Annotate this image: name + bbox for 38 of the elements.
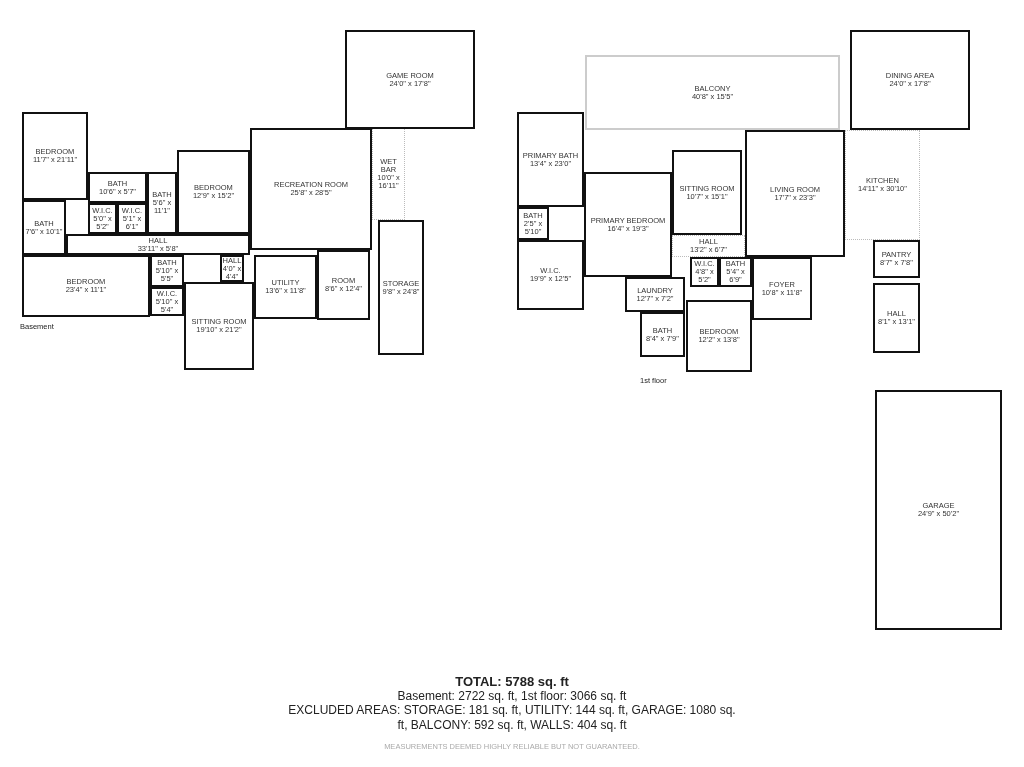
room-outline <box>873 240 920 278</box>
room-outline <box>254 255 317 319</box>
room-outline <box>875 390 1002 630</box>
room-outline <box>66 234 250 255</box>
room-outline <box>150 287 184 316</box>
room-outline <box>686 300 752 372</box>
room-outline <box>22 112 88 200</box>
room-outline <box>640 312 685 357</box>
room-outline <box>719 257 752 287</box>
room-outline <box>22 200 66 255</box>
room-outline <box>88 172 147 203</box>
room-outline <box>184 282 254 370</box>
room-outline <box>147 172 177 234</box>
room-outline <box>88 203 117 234</box>
room-outline <box>250 128 372 250</box>
room-outline <box>873 283 920 353</box>
room-outline <box>117 203 147 234</box>
room-outline <box>345 30 475 129</box>
room-outline <box>672 150 742 235</box>
room-outline <box>745 130 845 257</box>
room-outline <box>177 150 250 234</box>
area-total: TOTAL: 5788 sq. ft <box>454 674 570 689</box>
room-outline <box>625 277 685 312</box>
room-outline <box>150 255 184 287</box>
room-outline <box>22 255 150 317</box>
excluded-areas-note: EXCLUDED AREAS: STORAGE: 181 sq. ft, UTILITY: 144 sq. ft, GARAGE: 1080 sq. ft, BALCONY: 592 sq. ft, WALLS: 404 sq. ft <box>287 703 737 733</box>
room-outline <box>517 207 549 240</box>
room-outline <box>752 257 812 320</box>
room-outline <box>220 255 244 282</box>
room-outline <box>584 172 672 277</box>
room-outline <box>517 112 584 207</box>
room-outline <box>850 30 970 130</box>
room-outline <box>690 257 719 287</box>
room-outline <box>517 240 584 310</box>
room-outline <box>378 220 424 355</box>
area-summary: Basement: 2722 sq. ft, 1st floor: 3066 sq. ft <box>396 689 628 703</box>
room-outline <box>317 250 370 320</box>
room-outline <box>585 55 840 130</box>
